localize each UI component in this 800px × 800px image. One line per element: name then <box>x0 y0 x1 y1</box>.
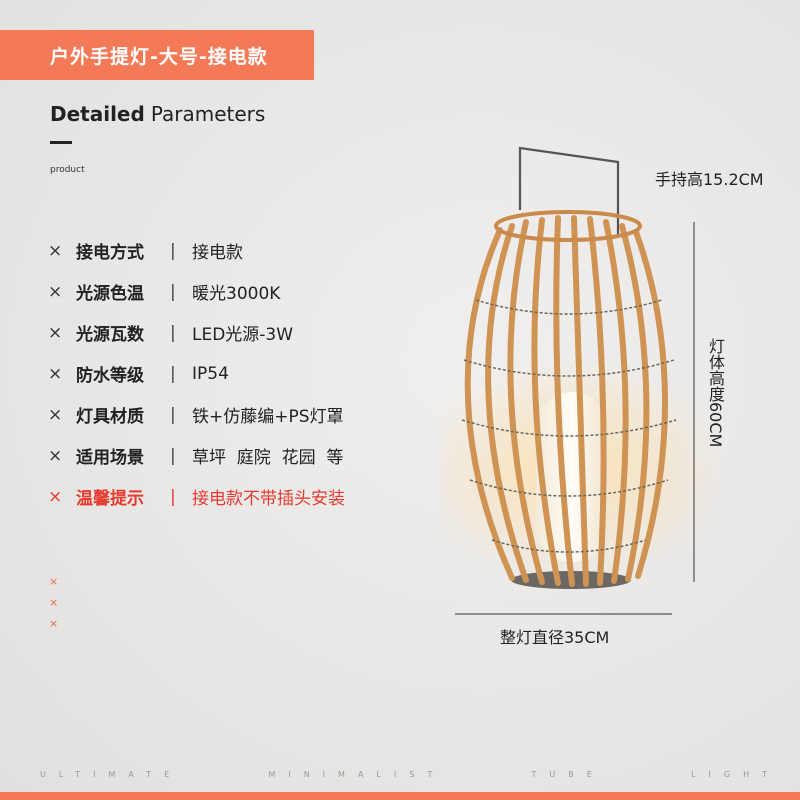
footer-word: MINIMALIST <box>268 770 446 779</box>
footer-word: LIGHT <box>691 770 780 779</box>
param-value: 铁+仿藤编+PS灯罩 <box>192 407 344 427</box>
param-name: 防水等级 <box>76 366 144 386</box>
param-name: 接电方式 <box>76 243 144 263</box>
param-separator: | <box>170 486 176 507</box>
lantern-illustration <box>440 146 720 589</box>
param-value: 草坪 庭院 花园 等 <box>192 448 344 468</box>
param-value: IP54 <box>192 363 229 384</box>
param-value: 接电款 <box>192 243 243 263</box>
param-row: × 光源瓦数 | LED光源-3W <box>48 312 345 353</box>
lantern-rim <box>494 210 642 242</box>
bullet-x-icon: × <box>48 240 63 261</box>
bullet-x-icon: × <box>48 445 63 466</box>
bullet-x-icon: × <box>48 363 63 384</box>
param-name: 光源瓦数 <box>76 325 144 345</box>
light-bulb <box>536 392 608 562</box>
rattan-slats <box>464 215 668 587</box>
param-value: 接电款不带插头安装 <box>192 489 345 509</box>
param-name: 适用场景 <box>76 448 144 468</box>
param-separator: | <box>170 445 176 466</box>
bullet-x-icon: × <box>48 486 63 507</box>
param-separator: | <box>170 281 176 302</box>
banner-title: 户外手提灯-大号-接电款 <box>50 45 268 68</box>
param-name: 灯具材质 <box>76 407 144 427</box>
wire-bands <box>461 299 677 553</box>
param-row: × 灯具材质 | 铁+仿藤编+PS灯罩 <box>48 394 345 435</box>
title-banner: 户外手提灯-大号-接电款 <box>0 30 314 80</box>
decor-x-icon: × <box>49 617 59 630</box>
footer-word: TUBE <box>531 770 605 779</box>
heading-subtitle: product <box>50 165 85 175</box>
param-row: × 接电方式 | 接电款 <box>48 230 345 271</box>
param-row: × 防水等级 | IP54 <box>48 353 345 394</box>
param-value: LED光源-3W <box>192 325 294 345</box>
heading-bold: Detailed <box>50 102 145 126</box>
body-height-label: 灯体高度60CM <box>706 338 725 448</box>
param-separator: | <box>170 240 176 261</box>
footer-tagline: ULTIMATE MINIMALIST TUBE LIGHT <box>40 770 780 779</box>
lantern-handle <box>518 146 620 235</box>
param-row: × 光源色温 | 暖光3000K <box>48 271 345 312</box>
heading-divider <box>50 141 72 144</box>
param-name: 光源色温 <box>76 284 144 304</box>
param-row-warning: × 温馨提示 | 接电款不带插头安装 <box>48 476 345 517</box>
footer-word: ULTIMATE <box>40 770 183 779</box>
footer-accent-bar <box>0 792 800 800</box>
decor-x-icon: × <box>49 575 59 588</box>
bullet-x-icon: × <box>48 281 63 302</box>
param-separator: | <box>170 404 176 425</box>
param-value: 暖光3000K <box>192 284 281 304</box>
bullet-x-icon: × <box>48 322 63 343</box>
diameter-label: 整灯直径35CM <box>500 628 610 647</box>
param-separator: | <box>170 322 176 343</box>
heading-light: Parameters <box>150 102 266 126</box>
param-row: × 适用场景 | 草坪 庭院 花园 等 <box>48 435 345 476</box>
decor-x-icon: × <box>49 596 59 609</box>
parameter-list: × 接电方式 | 接电款 × 光源色温 | 暖光3000K × 光源瓦数 | L… <box>48 230 345 517</box>
param-separator: | <box>170 363 176 384</box>
param-name: 温馨提示 <box>76 489 144 509</box>
handle-height-label: 手持高15.2CM <box>655 170 764 189</box>
bullet-x-icon: × <box>48 404 63 425</box>
